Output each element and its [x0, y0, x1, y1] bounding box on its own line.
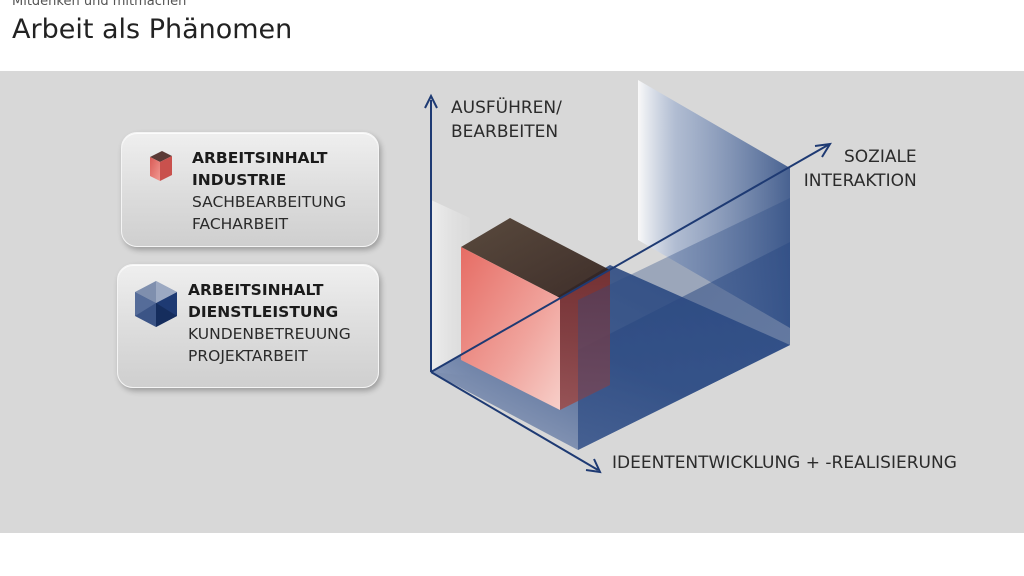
red-cube-icon	[150, 151, 172, 181]
axis-label-social-line-1: SOZIALE	[844, 147, 917, 167]
x-axis-line	[430, 371, 599, 471]
legend-service-line-1: ARBEITSINHALT	[188, 281, 324, 299]
front-blue-plane	[578, 198, 790, 450]
legend-service-line-3: KUNDENBETREUUNG	[188, 325, 351, 343]
legend-service-line-2: DIENSTLEISTUNG	[188, 303, 339, 321]
legend-card-service: ARBEITSINHALT DIENSTLEISTUNG KUNDENBETRE…	[117, 264, 379, 388]
axis-label-ideas: IDEENTENTWICKLUNG + -REALISIERUNG	[612, 453, 957, 473]
axis-label-execute-line-1: AUSFÜHREN/	[451, 98, 562, 118]
legend-service-line-4: PROJEKTARBEIT	[188, 347, 308, 365]
axis-label-social: SOZIALE INTERAKTION	[798, 145, 917, 193]
slide-title: Arbeit als Phänomen	[12, 14, 293, 45]
axis-label-execute-line-2: BEARBEITEN	[451, 122, 559, 142]
z-axis-line	[430, 144, 829, 373]
red-cube-front	[461, 247, 560, 410]
legend-service-text: ARBEITSINHALT DIENSTLEISTUNG KUNDENBETRE…	[188, 279, 351, 367]
axis-label-execute: AUSFÜHREN/ BEARBEITEN	[451, 96, 562, 144]
red-cube-side	[560, 270, 610, 410]
left-wall-plane	[431, 200, 470, 376]
blue-cube-icon	[135, 281, 177, 327]
legend-industry-line-1: ARBEITSINHALT	[192, 149, 328, 167]
z-axis-arrowhead	[814, 142, 832, 158]
legend-industry-line-3: SACHBEARBEITUNG	[192, 193, 347, 211]
red-cube-top	[461, 218, 610, 298]
legend-industry-line-4: FACHARBEIT	[192, 215, 289, 233]
slide-kicker: Mitdenken und mitmachen	[12, 0, 187, 9]
legend-industry-line-2: INDUSTRIE	[192, 171, 287, 189]
axis-label-social-line-2: INTERAKTION	[803, 171, 917, 191]
y-axis-arrowhead	[424, 93, 438, 109]
legend-industry-text: ARBEITSINHALT INDUSTRIE SACHBEARBEITUNG …	[192, 147, 346, 235]
x-axis-arrowhead	[585, 458, 602, 474]
blue-volume-front	[578, 242, 790, 450]
legend-card-industry: ARBEITSINHALT INDUSTRIE SACHBEARBEITUNG …	[121, 132, 379, 247]
